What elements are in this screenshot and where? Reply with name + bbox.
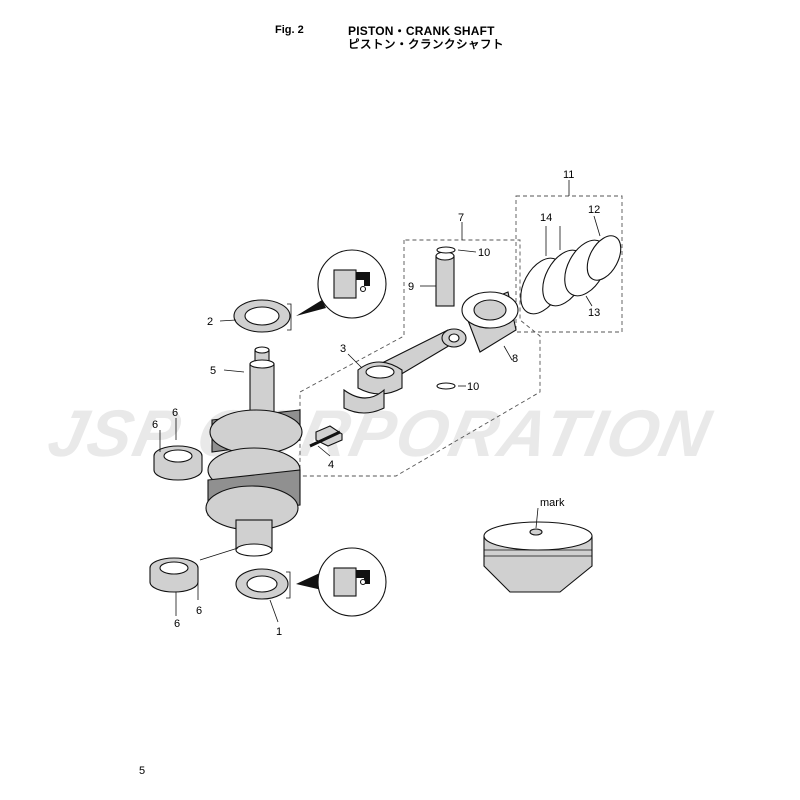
title-japanese: ピストン・クランクシャフト (348, 39, 504, 51)
bearing-lower (149, 547, 239, 616)
group-11-outline (515, 180, 623, 333)
callout-mark: mark (540, 497, 565, 509)
bearing-upper (153, 418, 203, 481)
oil-seal-lower (235, 568, 291, 623)
page-number: 5 (139, 765, 146, 777)
piston (461, 291, 519, 361)
callout-14: 14 (540, 212, 552, 224)
callout-6c: 6 (196, 605, 202, 617)
callout-1: 1 (276, 626, 282, 638)
oil-seal-upper (219, 299, 292, 333)
callout-4: 4 (328, 459, 334, 471)
group-7-outline (299, 222, 541, 477)
piston-mark-view (483, 507, 593, 593)
callout-9: 9 (408, 281, 414, 293)
piston-rings (520, 215, 622, 315)
callout-5: 5 (210, 365, 216, 377)
seal-detail-lower (296, 547, 387, 617)
callout-2: 2 (207, 316, 213, 328)
callout-6a: 6 (152, 419, 158, 431)
piston-pin (420, 251, 455, 307)
callout-11: 11 (563, 169, 574, 181)
crankshaft (205, 346, 303, 557)
rod-bolt (309, 425, 343, 457)
title-english: PISTON・CRANK SHAFT (348, 24, 495, 38)
callout-7: 7 (458, 212, 464, 224)
connecting-rod (343, 328, 467, 414)
seal-detail-upper (296, 249, 387, 319)
callout-6b: 6 (172, 407, 178, 419)
callout-13: 13 (588, 307, 600, 319)
pin-clip-lower (436, 382, 466, 390)
pin-clip-upper (436, 246, 477, 254)
callout-6d: 6 (174, 618, 180, 630)
callout-12: 12 (588, 204, 600, 216)
callout-10-upper: 10 (478, 247, 490, 259)
callout-3: 3 (340, 343, 346, 355)
callout-10-lower: 10 (467, 381, 479, 393)
callout-8: 8 (512, 353, 518, 365)
figure-label: Fig. 2 (275, 24, 304, 36)
